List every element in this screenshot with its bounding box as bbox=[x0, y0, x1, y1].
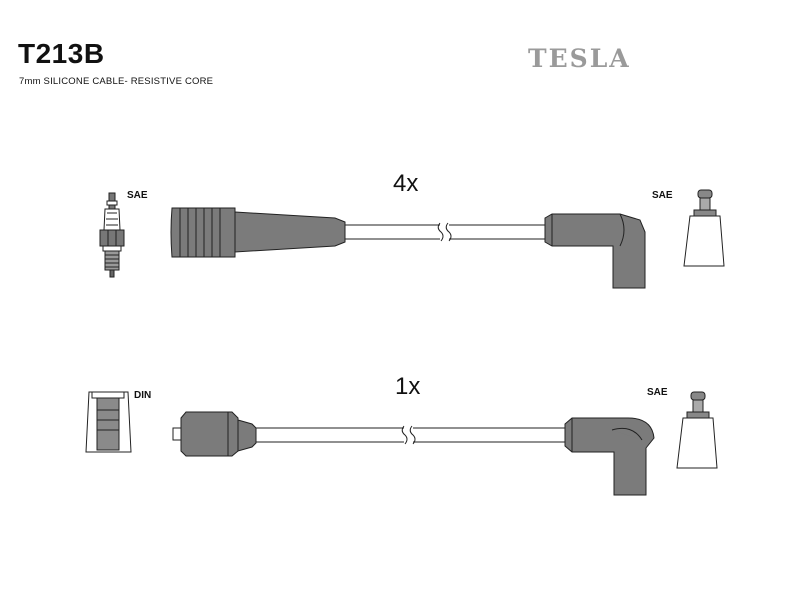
cable-row-1 bbox=[345, 222, 545, 242]
left-connector-label-row-2: DIN bbox=[134, 390, 152, 401]
quantity-row-2: 1x bbox=[395, 373, 421, 400]
spark-plug-icon bbox=[99, 192, 125, 278]
left-connector-label-row-1: SAE bbox=[127, 190, 148, 201]
right-connector-label-row-2: SAE bbox=[647, 387, 668, 398]
cable-description: 7mm SILICONE CABLE- RESISTIVE CORE bbox=[19, 76, 214, 87]
brand-logo: TESLA bbox=[528, 44, 631, 73]
plug-boot-left-row-1 bbox=[170, 207, 346, 258]
quantity-row-1: 4x bbox=[393, 170, 419, 197]
sae-terminal-icon-row-1 bbox=[683, 189, 725, 267]
right-connector-label-row-1: SAE bbox=[652, 190, 673, 201]
angled-boot-right-row-1 bbox=[544, 213, 646, 289]
sae-terminal-icon-row-2 bbox=[676, 391, 718, 469]
part-number-title: T213B bbox=[18, 38, 105, 69]
cable-row-2 bbox=[256, 425, 565, 445]
straight-boot-left-row-2 bbox=[172, 411, 257, 457]
angled-boot-right-row-2 bbox=[564, 417, 655, 496]
din-terminal-icon bbox=[85, 391, 132, 453]
